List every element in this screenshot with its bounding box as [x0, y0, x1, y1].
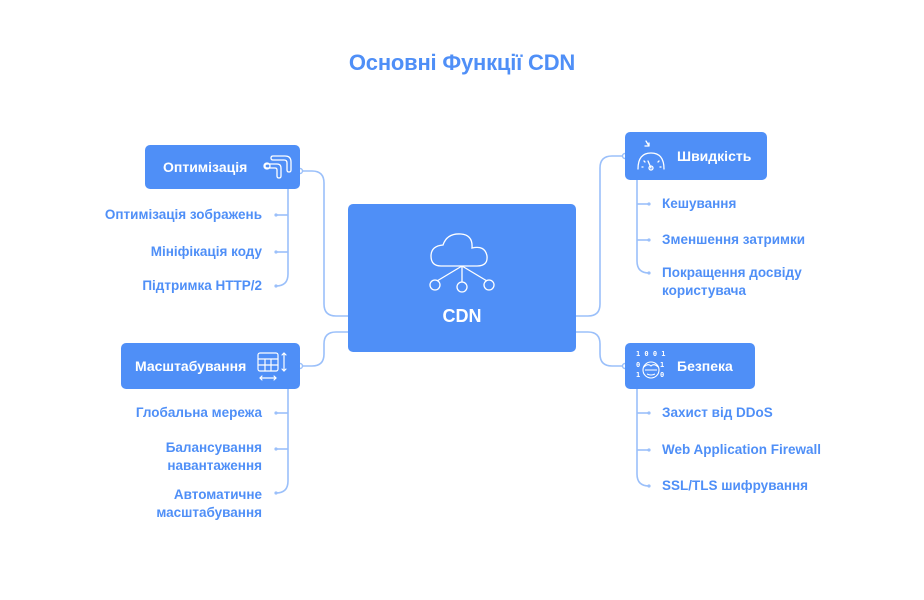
- scale-grid-icon: [257, 352, 287, 381]
- node-speed[interactable]: Швидкість: [625, 132, 767, 180]
- connector-center-speed: [576, 155, 625, 317]
- optimization-item: Оптимізація зображень: [104, 207, 262, 222]
- connector-scaling-children: [275, 389, 289, 494]
- binary-mask-icon: 1 0 0 1 0 1 1 0: [636, 350, 666, 379]
- connector-security-children: [636, 389, 650, 487]
- speed-item: Кешування: [662, 196, 737, 211]
- svg-text:0: 0: [636, 361, 640, 369]
- node-scaling-label: Масштабування: [135, 358, 247, 374]
- node-scaling[interactable]: Масштабування: [121, 343, 300, 389]
- security-item: SSL/TLS шифрування: [662, 478, 809, 493]
- connector-speed-children: [636, 180, 650, 274]
- svg-text:1: 1: [636, 371, 640, 379]
- security-item: Web Application Firewall: [662, 442, 822, 457]
- speed-item: Зменшення затримки: [662, 232, 806, 247]
- speed-item: Покращення досвіду користувача: [662, 265, 802, 298]
- node-speed-label: Швидкість: [677, 148, 752, 164]
- cdn-label: CDN: [442, 305, 482, 326]
- svg-text:1: 1: [660, 361, 664, 369]
- scaling-item: Балансування навантаження: [165, 440, 262, 473]
- optimization-item: Мініфікація коду: [150, 244, 262, 259]
- speedometer-icon: [637, 140, 665, 171]
- connector-optimization-children: [275, 189, 289, 287]
- connector-center-security: [576, 331, 625, 367]
- optimization-path-icon: [263, 155, 292, 179]
- node-security[interactable]: 1 0 0 1 0 1 1 0 Безпека: [625, 343, 755, 389]
- node-optimization[interactable]: Оптимізація: [145, 145, 300, 189]
- scaling-item: Глобальна мережа: [135, 405, 262, 420]
- node-security-label: Безпека: [677, 358, 733, 374]
- connector-center-scaling: [300, 331, 348, 367]
- security-item: Захист від DDoS: [662, 405, 773, 420]
- scaling-item: Автоматичне масштабування: [156, 487, 262, 520]
- connector-center-optimization: [300, 170, 348, 317]
- node-optimization-label: Оптимізація: [163, 159, 248, 175]
- cloud-network-icon: [429, 232, 495, 293]
- svg-text:0: 0: [660, 371, 664, 379]
- optimization-item: Підтримка HTTP/2: [142, 278, 262, 293]
- diagram-title: Основні Функції CDN: [348, 50, 576, 75]
- svg-text:1 0 0 1: 1 0 0 1: [636, 350, 666, 358]
- cdn-center-node[interactable]: CDN: [348, 204, 576, 352]
